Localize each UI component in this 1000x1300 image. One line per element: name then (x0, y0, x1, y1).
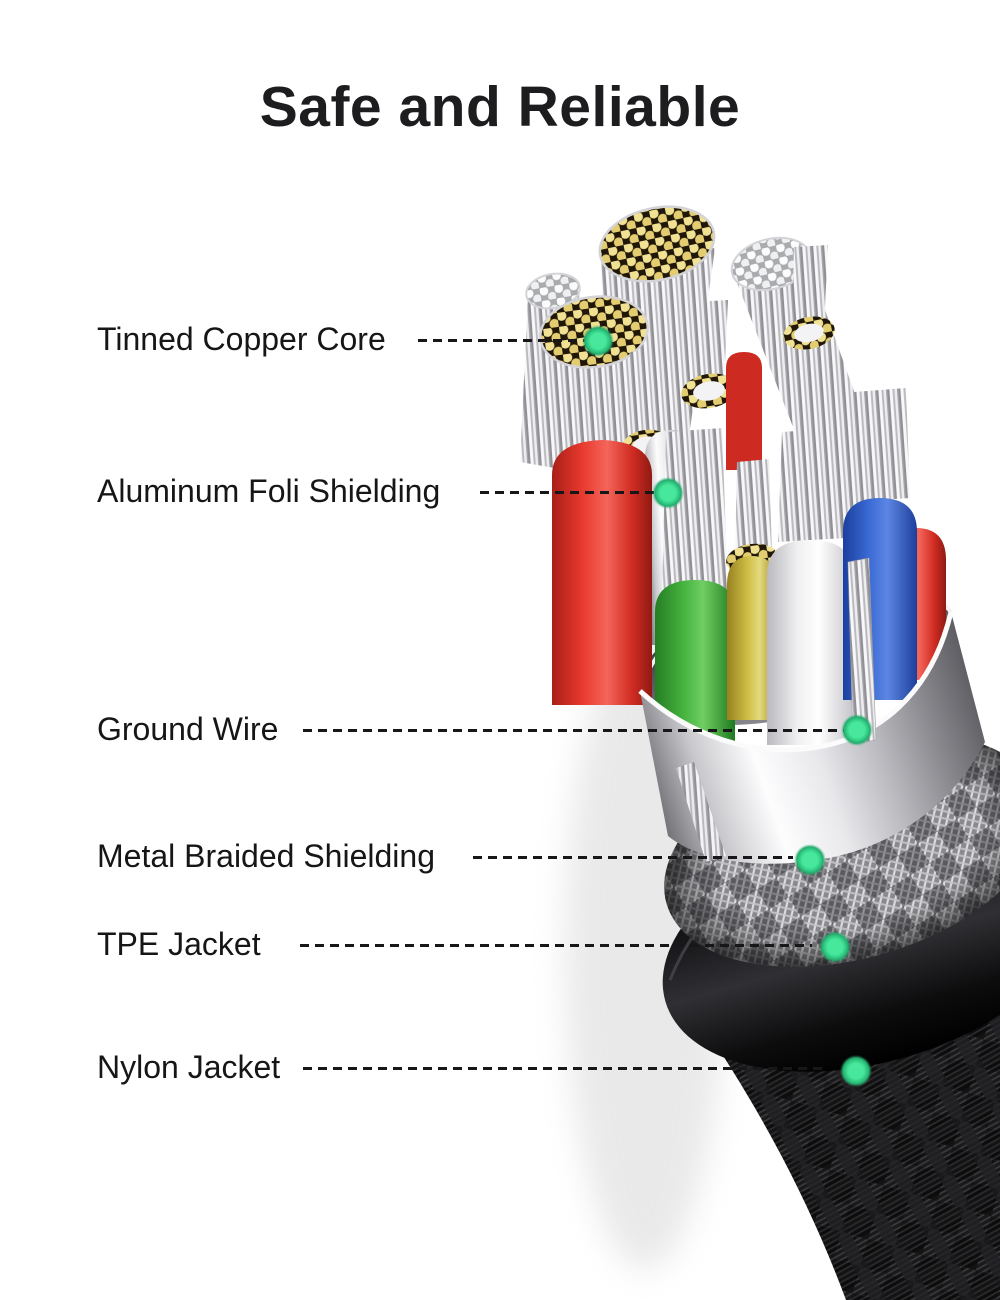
red-wire (552, 440, 652, 705)
leader-line-nylon-jacket (303, 1067, 828, 1070)
leader-line-tpe-jacket (300, 944, 812, 947)
label-nylon-jacket: Nylon Jacket (97, 1049, 281, 1086)
marker-dot-tpe-jacket (819, 931, 851, 963)
leader-line-ground-wire (303, 729, 846, 732)
jacket-layers (638, 557, 1000, 1300)
label-tpe-jacket: TPE Jacket (97, 926, 261, 963)
white-strand-core-top (525, 272, 581, 310)
aluminum-foil-shield-front (640, 612, 985, 864)
red-foil-wrapped-pair (726, 352, 762, 470)
foil-front-rim-highlight (638, 611, 954, 753)
leader-line-metal-braided-shielding (473, 856, 793, 859)
leader-line-aluminum-foil-shielding (480, 491, 658, 494)
stray-strand (676, 762, 726, 862)
tinned-copper-core-top (598, 205, 716, 283)
marker-dot-ground-wire (841, 714, 873, 746)
yellow-wire (727, 556, 777, 720)
marker-dot-tinned-copper-core (582, 325, 614, 357)
marker-dot-aluminum-foil-shielding (652, 477, 684, 509)
label-metal-braided-shielding: Metal Braided Shielding (97, 838, 435, 875)
leader-line-tinned-copper-core (418, 339, 588, 342)
label-tinned-copper-core: Tinned Copper Core (97, 321, 386, 358)
ground-wire-strands (847, 557, 877, 745)
page-title: Safe and Reliable (259, 75, 741, 139)
label-ground-wire: Ground Wire (97, 711, 279, 748)
marker-dot-nylon-jacket (840, 1055, 872, 1087)
label-aluminum-foil-shielding: Aluminum Foli Shielding (97, 473, 441, 510)
marker-dot-metal-braided-shielding (794, 844, 826, 876)
white-wire (767, 540, 853, 745)
